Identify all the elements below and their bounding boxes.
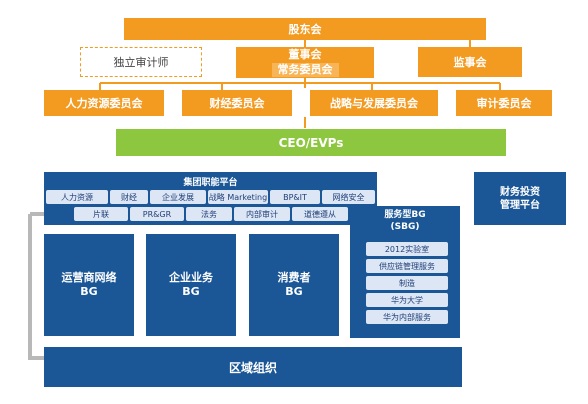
function-legal: 法务	[186, 207, 232, 221]
committee-finance: 财经委员会	[182, 90, 292, 116]
carrier-network-bg: 运营商网络 BG	[44, 234, 134, 336]
regional-organization: 区域组织	[44, 347, 462, 387]
committee-audit: 审计委员会	[456, 90, 552, 116]
function-pr-gr: PR&GR	[130, 207, 184, 221]
function-strategy-marketing: 战略 Marketing	[208, 190, 268, 204]
function-bp-it: BP&IT	[270, 190, 320, 204]
function-cybersecurity: 网络安全	[322, 190, 375, 204]
board-of-directors: 董事会 常务委员会	[236, 47, 374, 78]
sbg-item-2012-labs: 2012实验室	[366, 242, 448, 256]
function-corp-dev: 企业发展	[150, 190, 206, 204]
committee-hr: 人力资源委员会	[44, 90, 164, 116]
function-hr: 人力资源	[46, 190, 108, 204]
sbg-item-huawei-university: 华为大学	[366, 293, 448, 307]
sbg-item-internal-services: 华为内部服务	[366, 310, 448, 324]
supervisory-board: 监事会	[418, 47, 522, 77]
consumer-bg: 消费者 BG	[249, 234, 339, 336]
sbg-item-supply-chain: 供应链管理服务	[366, 259, 448, 273]
independent-auditor: 独立审计师	[80, 47, 202, 77]
function-regional-link: 片联	[74, 207, 128, 221]
ceo-evps: CEO/EVPs	[116, 129, 506, 156]
finance-investment-platform: 财务投资 管理平台	[474, 172, 566, 225]
committee-strategy: 战略与发展委员会	[310, 90, 438, 116]
enterprise-bg: 企业业务 BG	[146, 234, 236, 336]
shareholders-meeting: 股东会	[124, 18, 486, 40]
function-internal-audit: 内部审计	[234, 207, 290, 221]
sbg-item-manufacturing: 制造	[366, 276, 448, 290]
function-ethics-compliance: 道德遵从	[292, 207, 348, 221]
function-finance: 财经	[110, 190, 148, 204]
